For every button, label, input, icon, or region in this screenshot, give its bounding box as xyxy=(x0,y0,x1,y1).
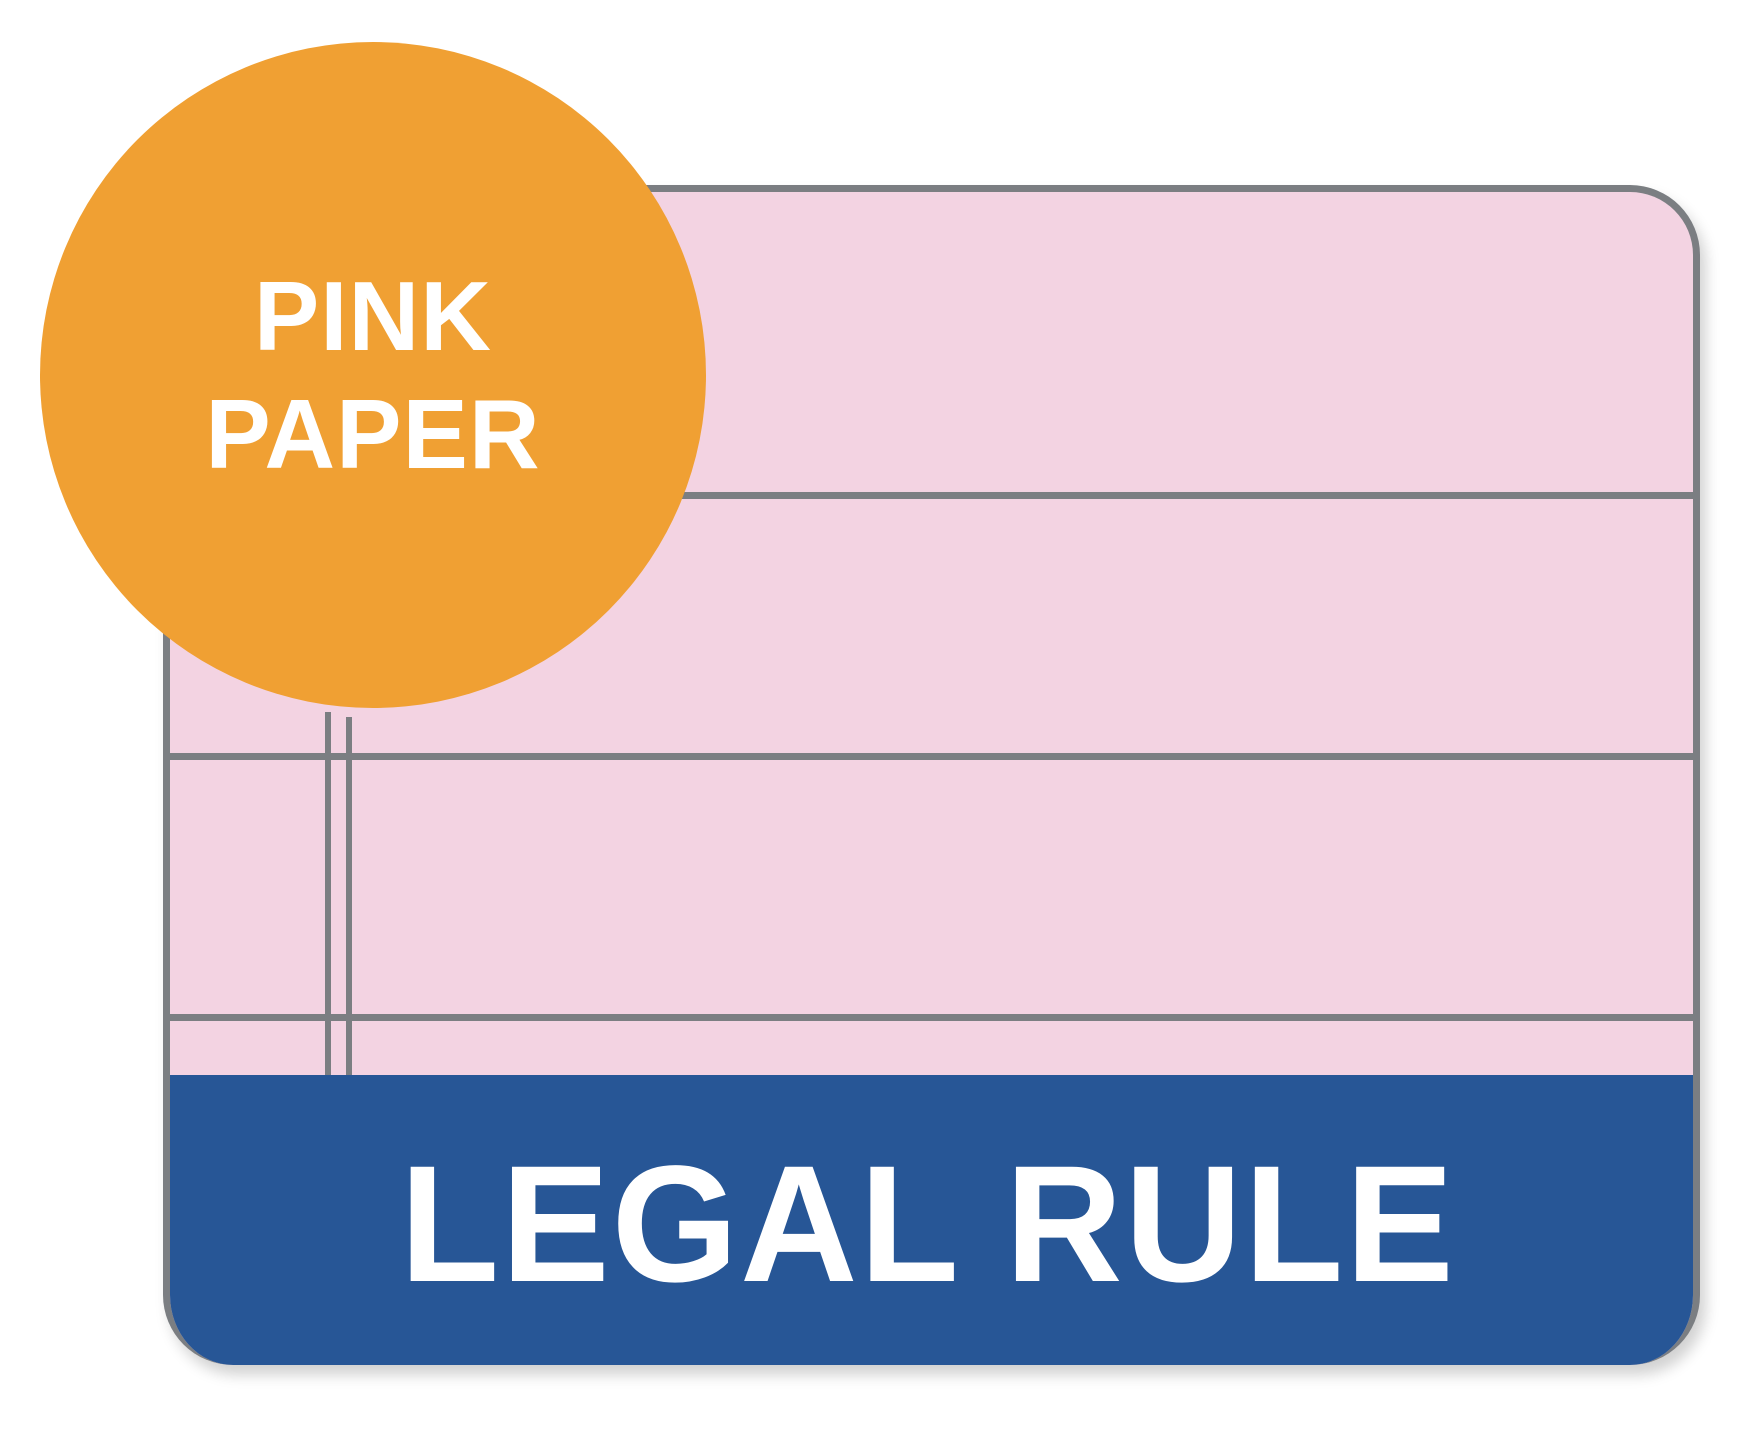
badge-line-1: PINK xyxy=(253,261,493,371)
ruled-line-1 xyxy=(610,492,1693,499)
ruled-line-2 xyxy=(170,753,1693,760)
pink-paper-badge: PINK PAPER xyxy=(40,42,706,708)
legal-pad-illustration: LEGAL RULE xyxy=(163,185,1700,1365)
margin-line-left xyxy=(325,712,331,1082)
banner-label: LEGAL RULE xyxy=(399,1132,1456,1317)
ruled-line-3 xyxy=(170,1014,1693,1021)
margin-line-right xyxy=(346,717,352,1082)
legal-rule-banner: LEGAL RULE xyxy=(170,1075,1693,1365)
badge-line-2: PAPER xyxy=(205,379,541,489)
